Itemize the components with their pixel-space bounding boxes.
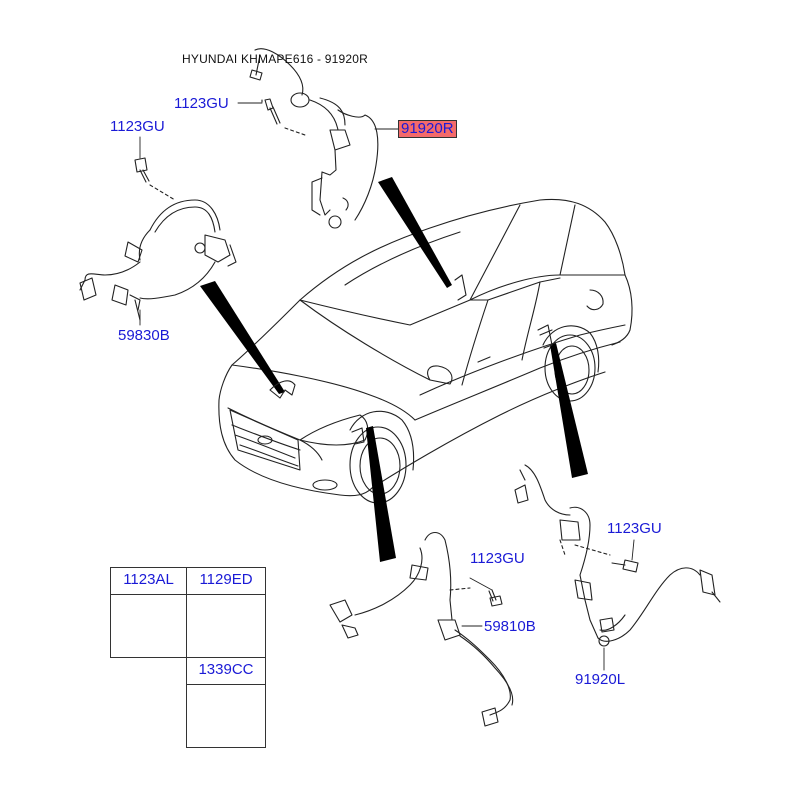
legend-cell-1339cc: 1339CC	[186, 657, 266, 748]
callout-1123gu-left[interactable]: 1123GU	[110, 118, 165, 135]
legend-cell-1129ed: 1129ED	[186, 567, 266, 658]
callout-1123gu-top[interactable]: 1123GU	[174, 95, 229, 112]
callout-1123gu-rear[interactable]: 1123GU	[607, 520, 662, 537]
callout-91920l[interactable]: 91920L	[575, 671, 626, 688]
callout-59830b[interactable]: 59830B	[118, 327, 170, 344]
harness-91920l	[514, 464, 721, 647]
legend-divider	[187, 684, 265, 685]
sensor-59810b	[329, 531, 514, 727]
callout-1123gu-front-right[interactable]: 1123GU	[470, 550, 525, 567]
harness-59830b	[79, 157, 237, 321]
legend-cell-1123al: 1123AL	[110, 567, 187, 658]
legend-divider	[111, 594, 186, 595]
location-pointers	[200, 177, 588, 562]
harness-91920r	[249, 48, 379, 229]
callout-59810b[interactable]: 59810B	[484, 618, 536, 635]
legend-divider	[187, 594, 265, 595]
diagram-title: HYUNDAI KHMAPE616 - 91920R	[182, 52, 368, 66]
leader-lines	[139, 102, 635, 671]
legend-code[interactable]: 1339CC	[198, 661, 254, 678]
bolt-top	[264, 98, 306, 136]
legend-code[interactable]: 1129ED	[199, 571, 253, 588]
legend-code[interactable]: 1123AL	[123, 571, 174, 588]
callout-91920r[interactable]: 91920R	[398, 120, 457, 138]
